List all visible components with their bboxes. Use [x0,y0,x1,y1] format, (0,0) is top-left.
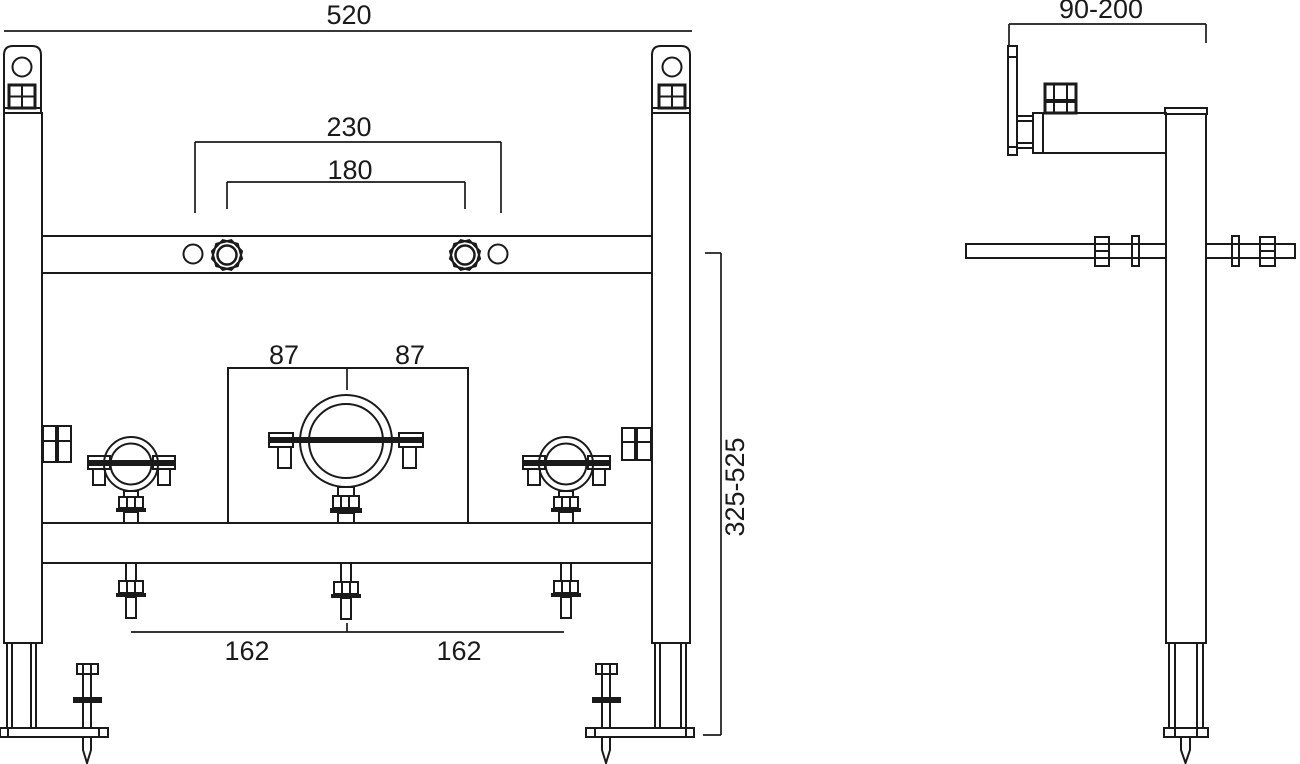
side-view: 90-200 [965,0,1296,764]
hanger-hole-left [11,56,33,78]
dim-label-rod-right: 162 [436,636,481,666]
anchor-plate-side [1043,82,1078,115]
right-foot [585,643,695,764]
hanger-hole-right [661,56,683,78]
frame-bracket-right [621,427,652,461]
rod-side-left [965,235,1167,267]
pipe-clamp-right [522,436,611,524]
rod-washer [551,593,581,597]
stem-washer [116,508,146,512]
dim-label-clamp-left: 87 [269,340,299,370]
clamp-zone-box: 87 87 [227,340,469,523]
right-post [651,45,691,644]
mounting-hole-left [182,243,204,265]
stem-nut [553,496,579,509]
wall-bolt-upper [1016,115,1034,122]
stem-nut [118,496,144,509]
post-body [1165,113,1207,644]
front-view: 520 [0,0,750,764]
dim-label-bolt-spacing: 180 [327,155,372,185]
floor-screw-left [73,663,102,764]
pipe-clamp-left [87,436,176,524]
rod-washer [1131,235,1140,267]
rod-nut [553,580,579,594]
screw-collar [592,697,621,703]
anchor-plate-left [7,83,37,110]
rod-washer [116,593,146,597]
screw-head [595,663,618,675]
mounting-hole-right [487,243,509,265]
threaded-rod-right [551,562,581,619]
foot-plate [0,727,109,738]
dim-label-overall-width: 520 [326,0,371,30]
rod-washer [331,594,361,598]
left-post-body [3,112,43,644]
screw-tip [601,737,611,764]
dim-label-rod-left: 162 [224,636,269,666]
dim-hole-spacing: 230 [194,112,502,213]
screw-tip [1180,737,1191,764]
dim-depth-range: 90-200 [1008,0,1207,45]
upper-crossbar [41,235,653,274]
side-foot [1163,643,1209,764]
wall-bolt-lower [1016,142,1034,149]
post-side [1164,107,1208,644]
threaded-rod-center [331,562,361,620]
dim-height-range: 325-525 [703,252,750,736]
left-post [3,45,43,644]
screw-head [76,663,99,675]
dim-rod-spacing: 162 162 [131,623,564,666]
pipe-clamp-center [268,394,424,524]
foot-plate [585,727,695,738]
screw-tip [82,737,92,764]
dim-bolt-spacing: 180 [226,155,466,209]
dim-label-height-range: 325-525 [720,437,750,536]
dim-label-hole-spacing: 230 [326,112,371,142]
post-top-tab [651,45,691,114]
screw-collar [73,697,102,703]
anchor-plate-right [657,83,687,110]
wall-plate [1007,45,1018,156]
rod-washer [1231,235,1240,267]
rod-side-right [1205,235,1296,267]
right-post-body [651,112,691,644]
left-foot [0,643,109,764]
rod-nut [333,581,359,595]
foot-plate [1163,727,1209,738]
frame-bracket-left [42,425,72,463]
post-top-tab [3,45,42,114]
lower-crossbar [41,522,653,564]
rod-nut [118,580,144,594]
stem-washer [330,508,362,513]
fixing-bolt-right [448,239,482,271]
stem-nut [332,495,360,509]
threaded-rod-left [116,562,146,619]
floor-screw-right [592,663,621,764]
stem-washer [551,508,581,512]
dim-label-depth-range: 90-200 [1059,0,1143,24]
support-arm [1032,112,1167,154]
dim-label-clamp-right: 87 [395,340,425,370]
dim-overall-width: 520 [4,0,692,32]
fixing-bolt-left [210,239,244,271]
